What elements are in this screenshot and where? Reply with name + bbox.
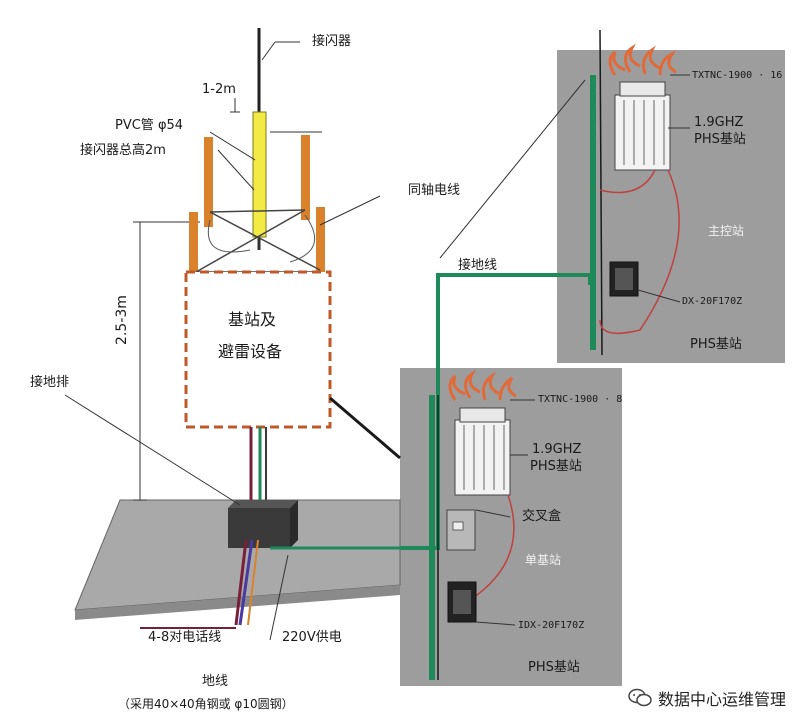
lower-station-name: 单基站 bbox=[525, 553, 562, 567]
lower-station: PHS基站 bbox=[530, 459, 582, 474]
label-ground-note: （采用40×40角钢或 φ10圆钢） bbox=[118, 697, 294, 711]
antenna-pole-right-front bbox=[316, 207, 325, 275]
lower-protector-model: IDX-20F170Z bbox=[518, 620, 585, 631]
antenna-pole-left-front bbox=[189, 212, 198, 277]
label-rod-length: 1-2m bbox=[202, 82, 236, 97]
lower-antenna-flames bbox=[448, 369, 517, 401]
label-ground-line: 地线 bbox=[202, 674, 229, 689]
label-height-range: 2.5-3m bbox=[114, 295, 130, 345]
ground-bar-block bbox=[228, 500, 298, 508]
label-220v: 220V供电 bbox=[282, 630, 342, 645]
lower-phs-unit bbox=[454, 419, 511, 496]
upper-phs-unit bbox=[614, 94, 671, 171]
label-coax-cable: 同轴电线 bbox=[408, 183, 461, 198]
lower-caption: PHS基站 bbox=[528, 660, 580, 675]
upper-antenna-flames bbox=[608, 43, 677, 76]
pvc-pipe bbox=[252, 111, 267, 238]
lower-antenna-model: TXTNC-1900 · 8 bbox=[538, 394, 623, 405]
antenna-pole-right-back bbox=[301, 135, 310, 220]
antenna-pole-left-back bbox=[204, 137, 213, 227]
station-equipment-box bbox=[184, 270, 332, 429]
watermark-text: 数据中心运维管理 bbox=[657, 690, 786, 709]
label-rod-total-height: 接闪器总高2m bbox=[80, 143, 166, 158]
upper-antenna-model: TXTNC-1900 · 16 bbox=[692, 70, 783, 81]
label-ground-wire: 接地线 bbox=[458, 258, 498, 273]
upper-station: PHS基站 bbox=[694, 132, 746, 147]
lower-crossbox: 交叉盒 bbox=[522, 509, 562, 524]
box-label-line1: 基站及 bbox=[228, 310, 277, 329]
wechat-icon bbox=[628, 688, 652, 707]
upper-freq: 1.9GHZ bbox=[694, 115, 744, 130]
upper-protector-model: DX-20F170Z bbox=[682, 296, 743, 307]
upper-station-name: 主控站 bbox=[708, 224, 745, 238]
label-phone-lines: 4-8对电话线 bbox=[148, 630, 222, 645]
label-ground-bar: 接地排 bbox=[30, 375, 70, 390]
watermark: 数据中心运维管理 bbox=[628, 686, 786, 710]
lower-freq: 1.9GHZ bbox=[532, 442, 582, 457]
upper-caption: PHS基站 bbox=[690, 337, 742, 352]
label-pvc-pipe: PVC管 φ54 bbox=[115, 118, 184, 133]
box-label-line2: 避雷设备 bbox=[218, 342, 283, 361]
label-lightning-rod: 接闪器 bbox=[312, 34, 352, 49]
